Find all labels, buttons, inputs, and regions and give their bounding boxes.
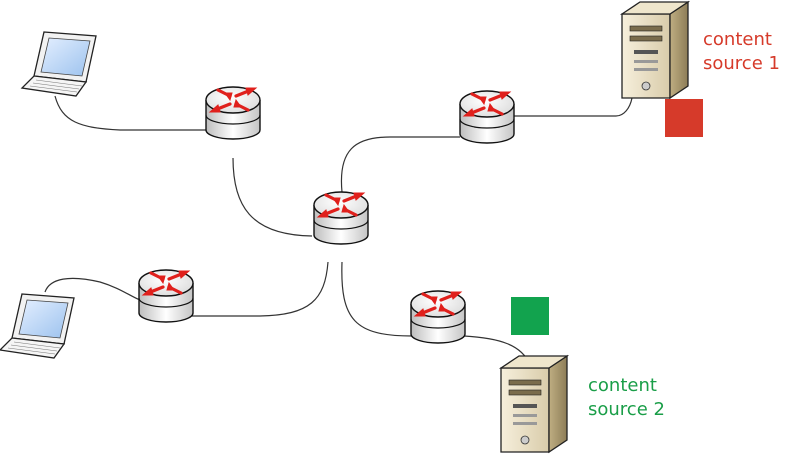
laptop-icon	[21, 31, 97, 97]
link-center-to-router-bottomcenter	[341, 261, 413, 337]
link-router-topleft-to-center	[232, 157, 313, 237]
link-laptop-bottom-to-router	[44, 277, 141, 301]
source-2-label: content source 2	[588, 374, 665, 422]
source-1-label-line2: source 1	[703, 53, 780, 74]
source-2-label-line1: content	[588, 375, 657, 396]
source-1-label-line1: content	[703, 29, 772, 50]
router-icon	[458, 89, 516, 145]
content-marker-source-2	[511, 297, 549, 335]
content-marker-source-1	[665, 99, 703, 137]
link-router-topright-to-server1	[514, 97, 633, 117]
router-icon	[409, 289, 467, 345]
router-icon	[204, 85, 262, 141]
server-icon	[621, 1, 689, 99]
source-1-label: content source 1	[703, 28, 780, 76]
link-laptop-top-to-router	[54, 95, 207, 131]
laptop-icon	[0, 293, 75, 359]
link-center-to-router-bottomleft	[192, 261, 329, 317]
router-icon	[137, 268, 195, 324]
link-center-to-router-topright	[340, 136, 460, 193]
router-icon	[312, 190, 370, 246]
links	[44, 95, 633, 366]
server-icon	[500, 355, 568, 453]
source-2-label-line2: source 2	[588, 399, 665, 420]
